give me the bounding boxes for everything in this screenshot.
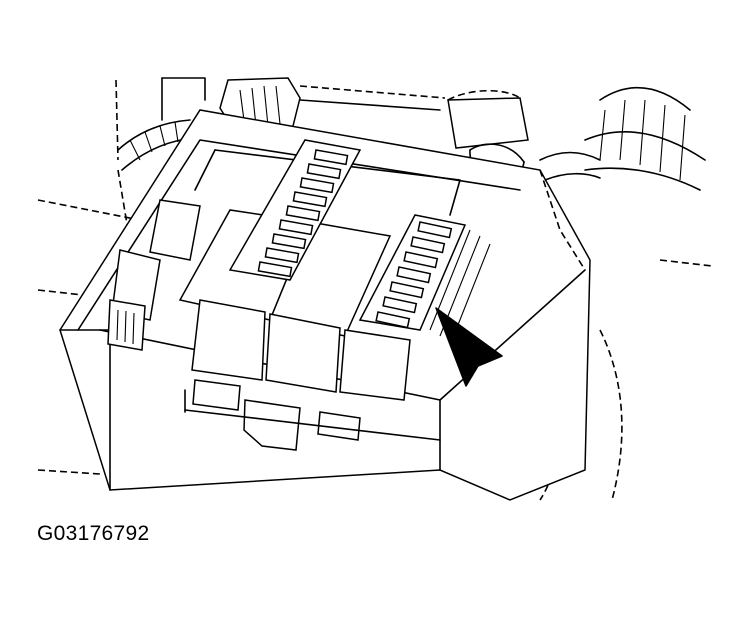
- fuse-row-right: [358, 214, 491, 341]
- fuse-row-left: [228, 139, 362, 281]
- right-harness: [539, 86, 706, 191]
- left-connector: [107, 299, 146, 351]
- figure-id-label: G03176792: [37, 522, 150, 545]
- front-tabs: [184, 379, 441, 451]
- pointer-arrow: [435, 307, 503, 387]
